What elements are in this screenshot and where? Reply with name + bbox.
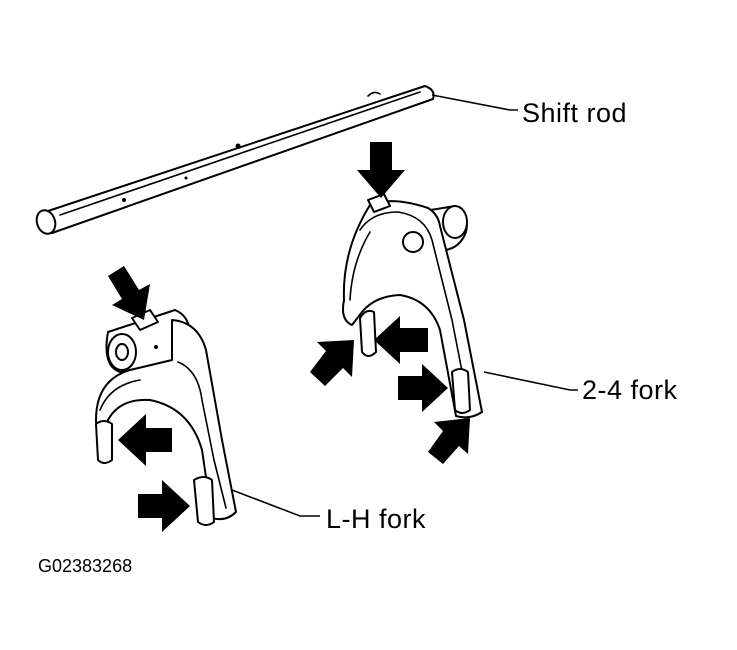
arrow-2-4-jaw-left <box>374 316 428 364</box>
fork-2-4 <box>342 193 483 419</box>
fork-lh-label: L-H fork <box>326 504 426 534</box>
arrow-2-4-jaw-lower-left <box>310 340 354 386</box>
fork-lh <box>95 309 237 526</box>
shift-rod-leader <box>431 94 518 111</box>
fork-2-4-leader <box>483 371 578 391</box>
arrow-2-4-lower-right <box>398 364 448 412</box>
fork-2-4-label: 2-4 fork <box>582 375 678 405</box>
arrow-lh-jaw-left <box>118 414 172 466</box>
arrow-lh-bottom-right <box>138 480 190 532</box>
arrow-lh-top <box>108 266 150 320</box>
arrow-2-4-top <box>357 142 405 198</box>
shift-rod-label: Shift rod <box>522 98 627 128</box>
figure-code: G02383268 <box>38 556 132 576</box>
fork-lh-leader <box>231 489 320 517</box>
shift-rod <box>35 85 435 235</box>
arrow-2-4-bottom <box>428 418 470 464</box>
